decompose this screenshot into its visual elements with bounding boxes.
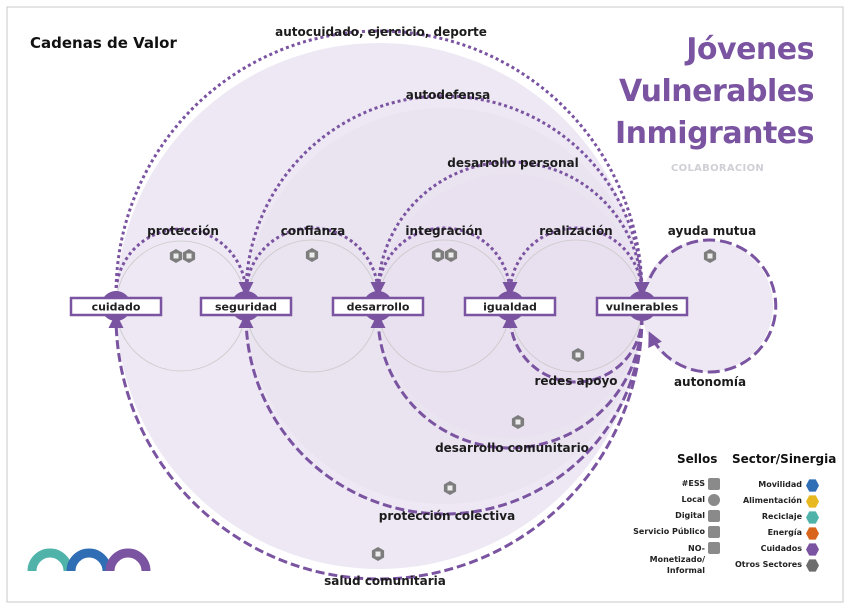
label-proteccion-colectiva: protección colectiva xyxy=(379,509,515,523)
page-title: Cadenas de Valor xyxy=(30,34,177,52)
label-autocuidado-ejercicio-deporte: autocuidado, ejercicio, deporte xyxy=(275,25,487,39)
seal-integracion-publico-2-icon-glyph xyxy=(448,252,454,258)
label-redes-apoyo: redes apoyo xyxy=(534,374,617,388)
seal-proteccion-colectiva-informal-icon-glyph xyxy=(447,485,453,491)
label-integracion: integración xyxy=(405,224,482,238)
otros-hex-icon xyxy=(806,559,819,572)
legend-sector-alimentacion: Alimentación xyxy=(742,496,802,505)
label-ayuda-mutua: ayuda mutua xyxy=(668,224,756,238)
seal-proteccion-local-icon-glyph xyxy=(186,253,192,259)
arc-confianza xyxy=(244,226,386,297)
legend-seal-local: Local xyxy=(681,495,705,504)
subtitle: COLABORACION xyxy=(671,163,765,174)
node-label-desarrollo: desarrollo xyxy=(347,301,410,314)
headline-line-1: Jóvenes xyxy=(686,32,814,67)
node-box-vulnerables xyxy=(595,296,689,317)
movilidad-hex-icon xyxy=(806,479,819,492)
seal-salud-comunitaria-informal-icon-glyph xyxy=(375,551,381,557)
seal-redes-apoyo-informal-icon-glyph xyxy=(575,352,581,358)
node-label-cuidado: cuidado xyxy=(92,301,141,314)
legend-seal-digital: Digital xyxy=(675,511,705,520)
legend-seal-informal: NO-Monetizado/ Informal xyxy=(649,544,705,575)
arc-realizacion xyxy=(508,226,650,297)
legend-sector-otros: Otros Sectores xyxy=(735,560,802,569)
reciclaje-hex-icon xyxy=(806,511,819,524)
alimentacion-hex-icon xyxy=(806,495,819,508)
arc-autocuidado-ejercicio-deporte xyxy=(114,29,650,297)
label-autodefensa: autodefensa xyxy=(406,88,491,102)
node-label-seguridad: seguridad xyxy=(215,301,277,314)
node-box-cuidado xyxy=(69,296,163,317)
arc-proteccion xyxy=(114,227,254,297)
page-border xyxy=(6,6,844,603)
label-autonomia: autonomía xyxy=(674,375,746,389)
seal-integracion-publico-1-icon-glyph xyxy=(435,252,441,258)
cuidados-hex-icon xyxy=(806,543,819,556)
node-box-desarrollo xyxy=(331,296,425,317)
legend-sector-movilidad: Movilidad xyxy=(758,480,802,489)
logo-arc-1 xyxy=(66,548,112,572)
arc-desarrollo-personal xyxy=(376,160,650,297)
loop-ayuda-mutua xyxy=(648,238,778,374)
seal-proteccion-publico-icon-glyph xyxy=(173,253,179,259)
legend-seal-publico: Servicio Público xyxy=(633,527,705,536)
seal-ayuda-mutua-informal-icon-glyph xyxy=(707,253,713,259)
node-label-vulnerables: vulnerables xyxy=(606,301,679,314)
ess-seal-icon xyxy=(708,478,720,490)
legend-sellos-title: Sellos xyxy=(677,452,718,466)
digital-seal-icon xyxy=(708,510,720,522)
background-circle-3 xyxy=(510,240,642,372)
legend-sector-title: Sector/Sinergia xyxy=(732,452,837,466)
node-box-igualdad xyxy=(463,296,557,317)
public-service-seal-icon xyxy=(708,526,720,538)
headline-line-3: Inmigrantes xyxy=(615,116,814,151)
label-proteccion: protección xyxy=(147,224,219,238)
local-seal-icon xyxy=(708,494,720,506)
label-realizacion: realización xyxy=(539,224,612,238)
seal-confianza-informal-icon-glyph xyxy=(309,252,315,258)
arc-proteccion-colectiva xyxy=(238,313,644,516)
logo-arc-2 xyxy=(105,548,151,572)
background-circle-4 xyxy=(641,240,773,372)
arc-integracion xyxy=(376,226,518,297)
node-box-seguridad xyxy=(199,296,293,317)
node-label-igualdad: igualdad xyxy=(483,301,537,314)
informal-seal-icon xyxy=(708,542,720,554)
label-desarrollo-comunitario: desarrollo comunitario xyxy=(435,441,589,455)
seal-desarrollo-comunitario-informal-icon-glyph xyxy=(515,419,521,425)
label-confianza: confianza xyxy=(281,224,346,238)
legend-sector-energia: Energía xyxy=(767,528,802,537)
arc-redes-apoyo xyxy=(502,313,644,384)
label-salud-comunitaria: salud comunitaria xyxy=(324,574,446,588)
legend-seal-ess: #ESS xyxy=(681,479,705,488)
arc-desarrollo-comunitario xyxy=(370,313,644,450)
arc-salud-comunitaria xyxy=(108,313,644,581)
legend-sector-reciclaje: Reciclaje xyxy=(761,512,802,521)
energia-hex-icon xyxy=(806,527,819,540)
label-desarrollo-personal: desarrollo personal xyxy=(447,156,578,170)
logo-arc-0 xyxy=(27,548,73,572)
headline-line-2: Vulnerables xyxy=(619,74,815,109)
legend-sector-cuidados: Cuidados xyxy=(760,544,802,553)
